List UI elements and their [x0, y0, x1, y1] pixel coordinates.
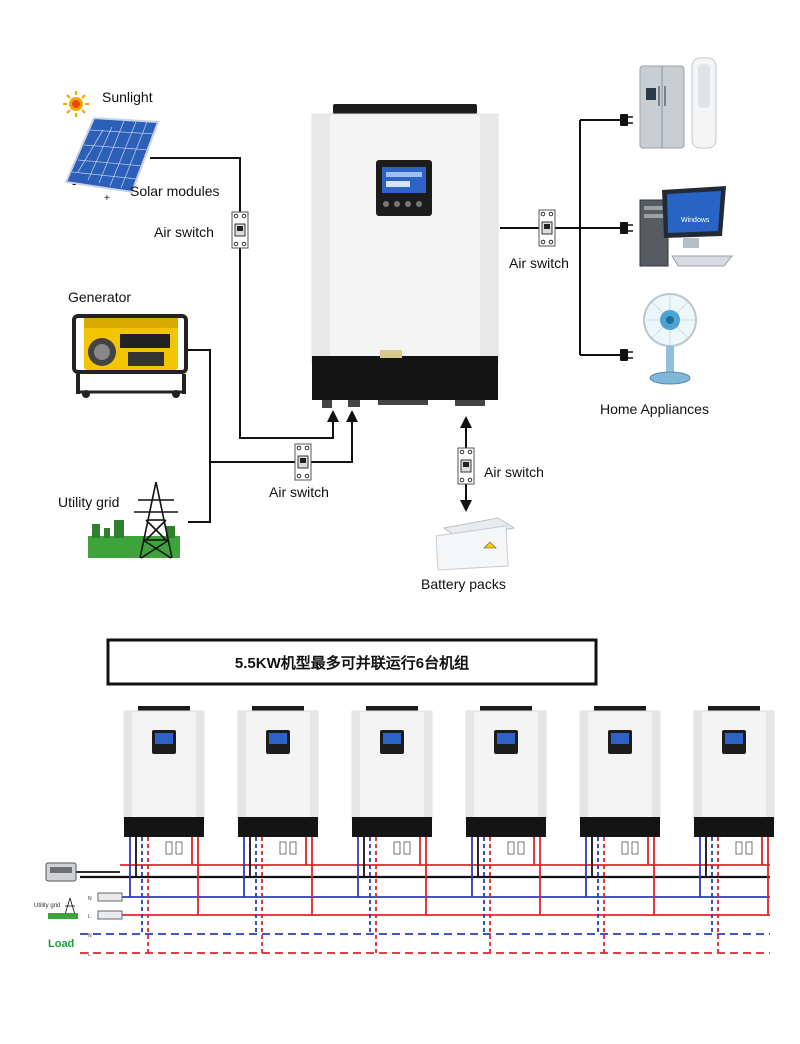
parallel-side-devices: Utility grid N L Load N L: [34, 862, 123, 958]
breaker-icon: [621, 841, 629, 855]
arrows: [327, 410, 472, 512]
air-switch-label-grid: Air switch: [269, 484, 329, 500]
arrow-up-icon: [460, 416, 472, 428]
air-switch-icon: [294, 443, 312, 481]
breaker-icon: [507, 841, 515, 855]
inverter-screen: [376, 160, 432, 216]
l-label-1: L: [88, 914, 91, 920]
breaker-icon: [175, 841, 183, 855]
breaker-icon: [745, 841, 753, 855]
inverter-unit: [351, 706, 433, 837]
n-label-1: N: [88, 896, 92, 902]
battery-packs-label: Battery packs: [421, 576, 506, 592]
sun-icon: [63, 91, 89, 117]
parallel-units: [123, 706, 775, 837]
inverter-main: [311, 104, 499, 408]
wire-generator: [188, 349, 211, 523]
n-label-2: N: [88, 933, 92, 939]
air-switch-icon: [231, 211, 249, 249]
panel-plus-label: +: [104, 193, 110, 204]
breaker-icon: [735, 841, 743, 855]
air-switch-label-battery: Air switch: [484, 464, 544, 480]
air-switch-icon: [457, 447, 475, 485]
air-switches: [231, 209, 556, 485]
windows-logo-text: Windows: [681, 217, 710, 224]
air-switch-label-solar: Air switch: [154, 224, 214, 240]
connection-wires: [150, 119, 622, 523]
breaker-icon: [165, 841, 173, 855]
banner-title: 5.5KW机型最多可并联运行6台机组: [235, 654, 469, 672]
inverter-unit: [693, 706, 775, 837]
breaker-icon: [279, 841, 287, 855]
inverter-unit: [579, 706, 661, 837]
load-label: Load: [48, 938, 74, 950]
breaker-icon: [289, 841, 297, 855]
arrow-up-icon: [327, 410, 339, 422]
plugs: [620, 114, 633, 361]
arrow-down-icon: [460, 500, 472, 512]
inverter-unit: [465, 706, 547, 837]
inverter-unit: [237, 706, 319, 837]
breaker-icon: [393, 841, 401, 855]
breaker-icon: [403, 841, 411, 855]
panel-minus-label: -: [72, 176, 76, 191]
banner-box: [106, 638, 598, 686]
plug-icon: [620, 114, 633, 126]
air-conditioner-icon: [691, 57, 717, 149]
solar-panel-icon: [64, 116, 160, 194]
air-switch-icon: [538, 209, 556, 247]
arrow-up-icon: [346, 410, 358, 422]
generator-icon: [72, 314, 188, 398]
wire-solar: [150, 157, 334, 439]
refrigerator-icon: [639, 65, 685, 149]
transmission-tower-icon: [88, 481, 180, 559]
breaker-icon: [517, 841, 525, 855]
utility-grid-small-label: Utility grid: [34, 903, 60, 909]
inverter-unit: [123, 706, 205, 837]
computer-icon: Windows: [639, 186, 734, 267]
home-appliances-label: Home Appliances: [600, 401, 709, 417]
sunlight-label: Sunlight: [102, 89, 153, 105]
air-switch-label-output: Air switch: [509, 255, 569, 271]
breaker-icon: [631, 841, 639, 855]
solar-modules-label: Solar modules: [130, 183, 220, 199]
fan-icon: [643, 293, 697, 385]
wire-grid: [210, 418, 353, 463]
generator-label: Generator: [68, 289, 131, 305]
l-label-2: L: [88, 952, 91, 958]
parallel-wires: [76, 837, 770, 954]
plug-icon: [620, 222, 633, 234]
plug-icon: [620, 349, 633, 361]
battery-pack-icon: [435, 517, 516, 571]
utility-grid-label: Utility grid: [58, 494, 119, 510]
